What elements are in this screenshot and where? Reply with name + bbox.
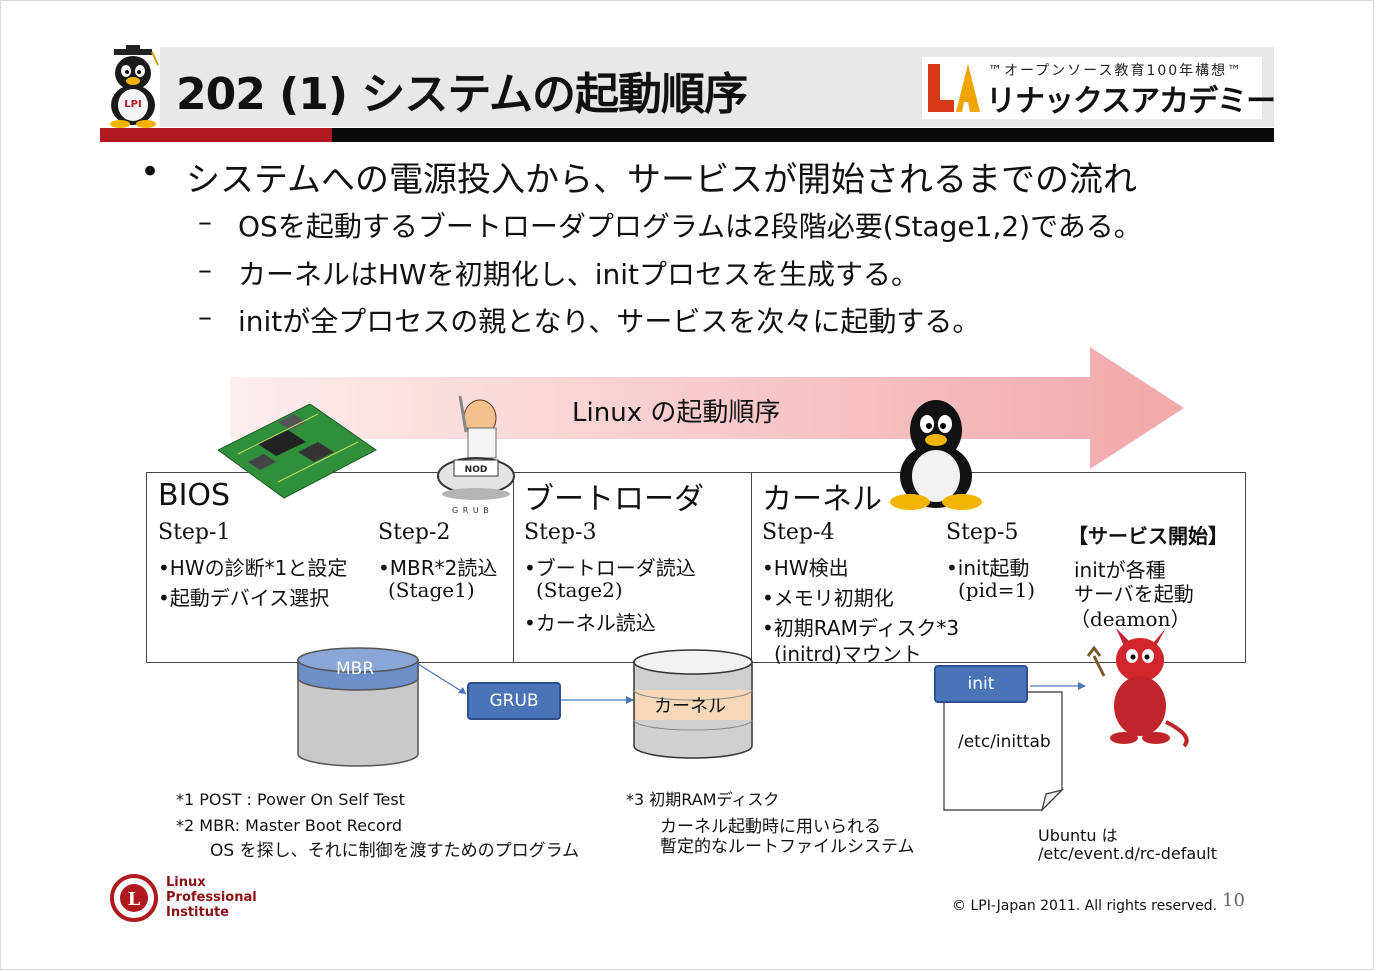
- bullet-main: システムへの電源投入から、サービスが開始されるまでの流れ: [186, 160, 1137, 200]
- footnote-3-desc-2: 暫定的なルートファイルシステム: [660, 837, 915, 857]
- divider-bootloader-kernel: [751, 472, 752, 663]
- mbr-disk-icon: [297, 647, 419, 767]
- ubuntu-note-2: /etc/event.d/rc-default: [1038, 844, 1217, 863]
- flow-arrows: [417, 663, 634, 704]
- service-item-1: initが各種: [1074, 558, 1166, 582]
- step-2-title: Step-2: [378, 520, 451, 545]
- arrow-label: Linux の起動順序: [572, 398, 781, 428]
- init-arrow: [1030, 682, 1086, 690]
- mbr-label: MBR: [336, 659, 375, 679]
- step-5-title: Step-5: [946, 520, 1019, 545]
- step-2-item-2: (Stage1): [388, 578, 475, 602]
- footnote-2: *2 MBR: Master Boot Record: [176, 816, 403, 835]
- init-box: init: [934, 665, 1028, 703]
- footnote-3-desc-1: カーネル起動時に用いられる: [660, 817, 881, 837]
- inittab-label: /etc/inittab: [958, 732, 1051, 752]
- step-1-item-1: •HWの診断*1と設定: [158, 556, 348, 580]
- ubuntu-note-1: Ubuntu は: [1038, 826, 1118, 845]
- inittab-file-icon: [943, 691, 1064, 812]
- step-4-title: Step-4: [762, 520, 835, 545]
- step-3-item-1: •ブートローダ読込: [524, 556, 696, 580]
- bullet-sub-1: OSを起動するブートローダプログラムは2段階必要(Stage1,2)である。: [238, 210, 1142, 243]
- dash-1: –: [198, 205, 212, 238]
- footnote-3: *3 初期RAMディスク: [626, 790, 780, 809]
- step-5-item-2: (pid=1): [958, 578, 1036, 602]
- lpi-logo-icon: L: [110, 874, 158, 922]
- accent-bar-red: [100, 128, 332, 142]
- page-number: 10: [1222, 890, 1245, 911]
- motherboard-icon: [218, 404, 377, 499]
- svg-text:NOD: NOD: [465, 465, 488, 475]
- kernel-disk-icon: [633, 649, 753, 759]
- tux-penguin-icon: [890, 400, 982, 510]
- accent-bar-black: [332, 128, 1274, 142]
- lpi-name-line-3: Institute: [166, 905, 230, 920]
- daemon-mascot-icon: [1086, 628, 1189, 748]
- step-2-item-1: •MBR*2読込: [378, 556, 498, 580]
- step-4-item-4: (initrd)マウント: [774, 642, 922, 666]
- section-bios: BIOS: [158, 478, 231, 513]
- step-1-item-2: •起動デバイス選択: [158, 586, 330, 610]
- lpi-name-line-2: Professional: [166, 890, 257, 905]
- section-bootloader: ブートローダ: [524, 482, 704, 517]
- bullet-sub-2: カーネルはHWを初期化し、initプロセスを生成する。: [238, 258, 920, 291]
- service-item-3: （deamon）: [1070, 607, 1191, 631]
- lpi-name: Linux Professional Institute: [166, 875, 257, 920]
- step-3-title: Step-3: [524, 520, 597, 545]
- step-4-item-2: •メモリ初期化: [762, 586, 894, 610]
- grub-mascot-icon: NOD: [437, 395, 515, 500]
- footnote-2-desc: OS を探し、それに制御を渡すためのプログラム: [210, 841, 580, 861]
- section-kernel: カーネル: [762, 482, 882, 517]
- grub-chip-label: G R U B: [452, 506, 490, 515]
- penguin-mascot-icon: LPI: [110, 45, 159, 128]
- dash-3: –: [198, 300, 212, 333]
- lpi-name-line-1: Linux: [166, 875, 206, 890]
- brand-name: リナックスアカデミー: [986, 84, 1276, 119]
- grub-box: GRUB: [467, 682, 561, 720]
- footnote-1: *1 POST : Power On Self Test: [176, 790, 405, 809]
- brand-tagline: ™オープンソース教育100年構想™: [988, 63, 1244, 79]
- svg-text:LPI: LPI: [124, 99, 141, 110]
- service-item-2: サーバを起動: [1074, 582, 1194, 606]
- kernel-disk-label: カーネル: [654, 696, 726, 717]
- svg-text:L: L: [128, 889, 141, 910]
- step-3-item-3: •カーネル読込: [524, 611, 656, 635]
- divider-bios-bootloader: [513, 472, 514, 663]
- bullet-dot: •: [140, 152, 161, 192]
- service-start-title: 【サービス開始】: [1068, 524, 1228, 548]
- linux-academy-logo-icon: [928, 64, 980, 112]
- step-5-item-1: •init起動: [946, 556, 1030, 580]
- page-title: 202 (1) システムの起動順序: [176, 69, 748, 120]
- step-3-item-2: (Stage2): [536, 578, 623, 602]
- step-4-item-1: •HW検出: [762, 556, 849, 580]
- bullet-sub-3: initが全プロセスの親となり、サービスを次々に起動する。: [238, 305, 981, 338]
- step-4-item-3: •初期RAMディスク*3: [762, 616, 960, 640]
- copyright: © LPI-Japan 2011. All rights reserved.: [952, 898, 1218, 914]
- step-1-title: Step-1: [158, 520, 231, 545]
- dash-2: –: [198, 253, 212, 286]
